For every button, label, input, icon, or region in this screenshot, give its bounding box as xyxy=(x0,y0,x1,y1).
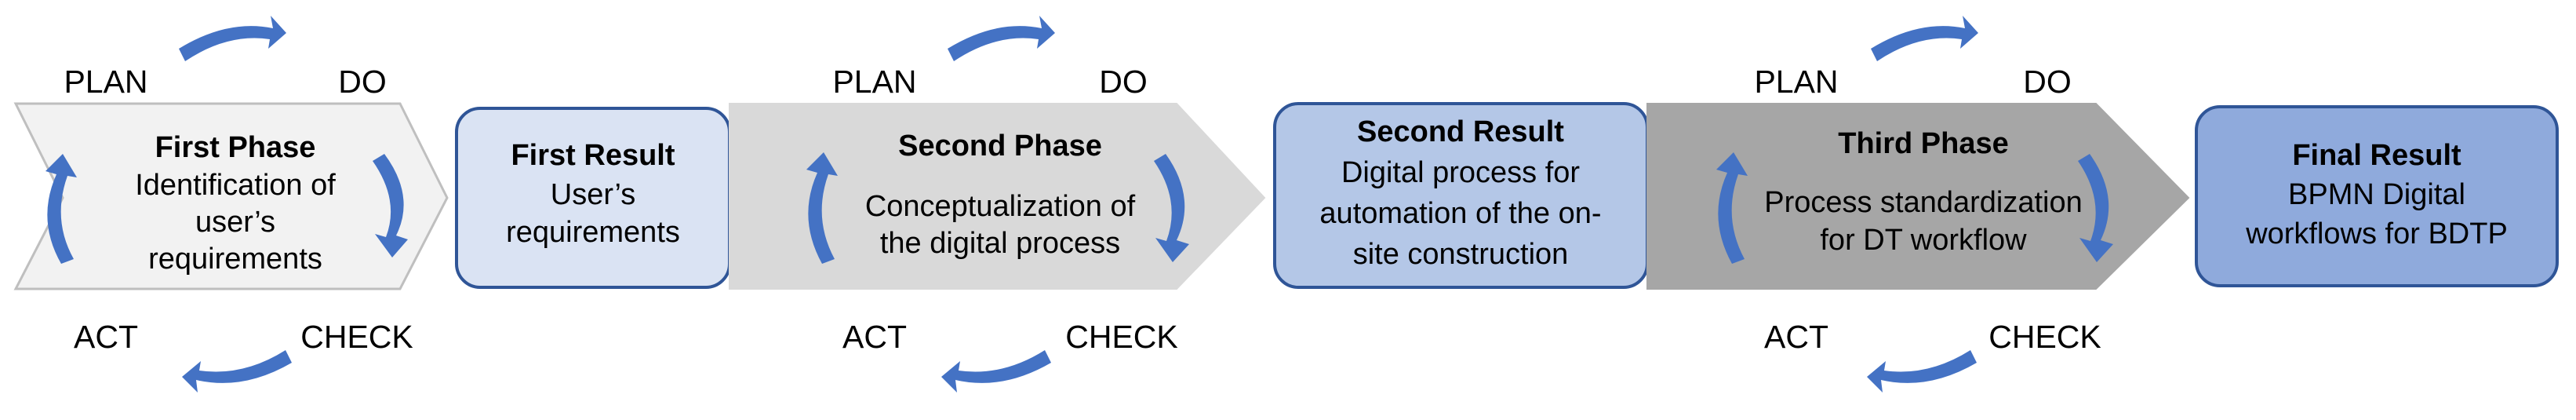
cycle-label-plan: PLAN xyxy=(832,64,916,100)
cycle-arrow-bottom-icon xyxy=(941,350,1051,393)
cycle-label-check: CHECK xyxy=(1065,319,1178,355)
result-1-line-1: User’s xyxy=(551,178,635,211)
phase-3-line-1: Process standardization xyxy=(1764,186,2083,219)
phase-3-line-2: for DT workflow xyxy=(1820,224,2027,257)
result-3-box xyxy=(2195,105,2559,287)
phase-3: Third Phase Process standardization for … xyxy=(1646,16,2190,393)
cycle-arrow-bottom-icon xyxy=(182,350,292,393)
cycle-arrow-top-icon xyxy=(948,16,1055,61)
result-3: Final Result BPMN Digital workflows for … xyxy=(2195,105,2559,287)
cycle-arrow-top-icon xyxy=(1871,16,1978,61)
phase-2-line-2: the digital process xyxy=(880,227,1120,260)
phase-2-line-1: Conceptualization of xyxy=(865,190,1136,223)
cycle-arrow-left-icon xyxy=(1716,152,1748,264)
cycle-arrow-right-icon xyxy=(2078,154,2113,262)
cycle-arrow-top-icon xyxy=(179,16,286,61)
result-1-title: First Result xyxy=(511,139,675,172)
result-3-line-1: BPMN Digital xyxy=(2288,178,2465,211)
cycle-label-plan: PLAN xyxy=(1754,64,1838,100)
phase-1-line-1: Identification of xyxy=(135,169,336,202)
cycle-arrow-left-icon xyxy=(45,154,77,264)
result-3-line-2: workflows for BDTP xyxy=(2245,217,2508,250)
cycle-arrow-right-icon xyxy=(373,154,408,257)
result-2-title: Second Result xyxy=(1357,115,1564,148)
phase-1-title: First Phase xyxy=(155,131,316,164)
result-2-line-2: automation of the on- xyxy=(1319,197,1601,230)
result-2-line-3: site construction xyxy=(1353,238,1569,271)
cycle-label-check: CHECK xyxy=(1988,319,2101,355)
cycle-arrow-right-icon xyxy=(1154,154,1189,262)
result-2-line-1: Digital process for xyxy=(1341,156,1580,189)
phase-3-title: Third Phase xyxy=(1838,127,2009,160)
cycle-arrow-left-icon xyxy=(806,152,838,264)
result-1: First Result User’s requirements xyxy=(455,107,731,289)
cycle-label-plan: PLAN xyxy=(64,64,147,100)
phase-2-title: Second Phase xyxy=(898,130,1102,163)
cycle-label-do: DO xyxy=(2023,64,2072,100)
phase-3-chevron xyxy=(1646,103,2190,290)
cycle-label-do: DO xyxy=(338,64,387,100)
phase-2-chevron xyxy=(729,103,1266,290)
phase-1: First Phase Identification of user’s req… xyxy=(13,16,449,393)
cycle-arrow-bottom-icon xyxy=(1867,350,1977,393)
cycle-label-act: ACT xyxy=(842,319,907,355)
cycle-label-act: ACT xyxy=(1764,319,1828,355)
result-1-line-2: requirements xyxy=(506,216,680,249)
cycle-label-check: CHECK xyxy=(300,319,413,355)
cycle-label-do: DO xyxy=(1099,64,1148,100)
phase-1-line-2: user’s xyxy=(195,206,275,239)
phase-1-line-3: requirements xyxy=(148,243,322,276)
result-3-title: Final Result xyxy=(2292,139,2461,172)
cycle-label-act: ACT xyxy=(74,319,138,355)
result-2: Second Result Digital process for automa… xyxy=(1273,102,1649,289)
phase-1-chevron xyxy=(13,102,449,290)
phase-2: Second Phase Conceptualization of the di… xyxy=(729,16,1266,393)
